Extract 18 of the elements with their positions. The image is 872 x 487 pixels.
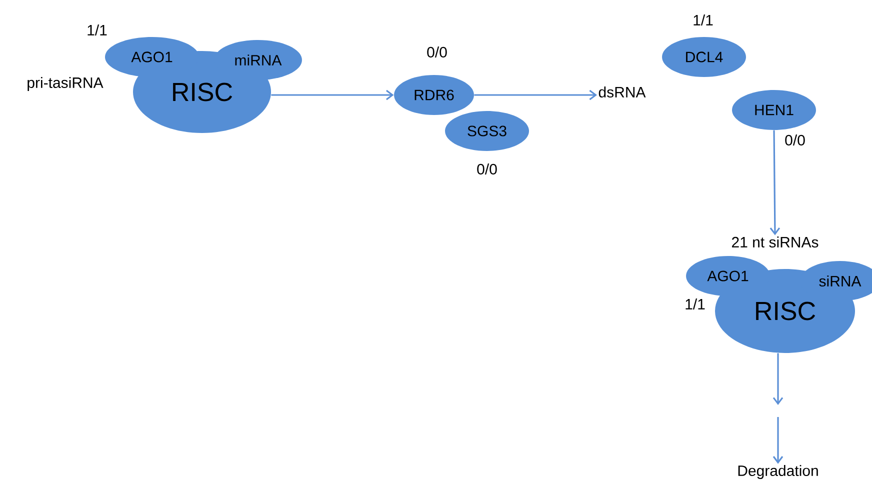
node-label: RISC (173, 82, 232, 102)
arrow (271, 90, 394, 100)
score-label: 0/0 (427, 46, 447, 58)
node-label: RISC (756, 302, 816, 320)
score-label: 1/1 (694, 14, 713, 26)
molecule-label: pri-tasiRNA (28, 77, 104, 91)
arrow (772, 417, 784, 464)
node-label: AGO1 (131, 52, 172, 62)
arrow (772, 353, 784, 405)
arrow (474, 90, 598, 100)
score-label: 1/1 (686, 298, 705, 310)
arrow (770, 130, 780, 236)
score-label: 1/1 (88, 24, 107, 36)
molecule-label: 21 nt siRNAs (732, 236, 818, 248)
molecule-label: Degradation (738, 465, 818, 479)
score-label: 0/0 (785, 134, 805, 146)
score-label: 0/0 (477, 164, 497, 174)
molecule-label: dsRNA (598, 86, 646, 98)
